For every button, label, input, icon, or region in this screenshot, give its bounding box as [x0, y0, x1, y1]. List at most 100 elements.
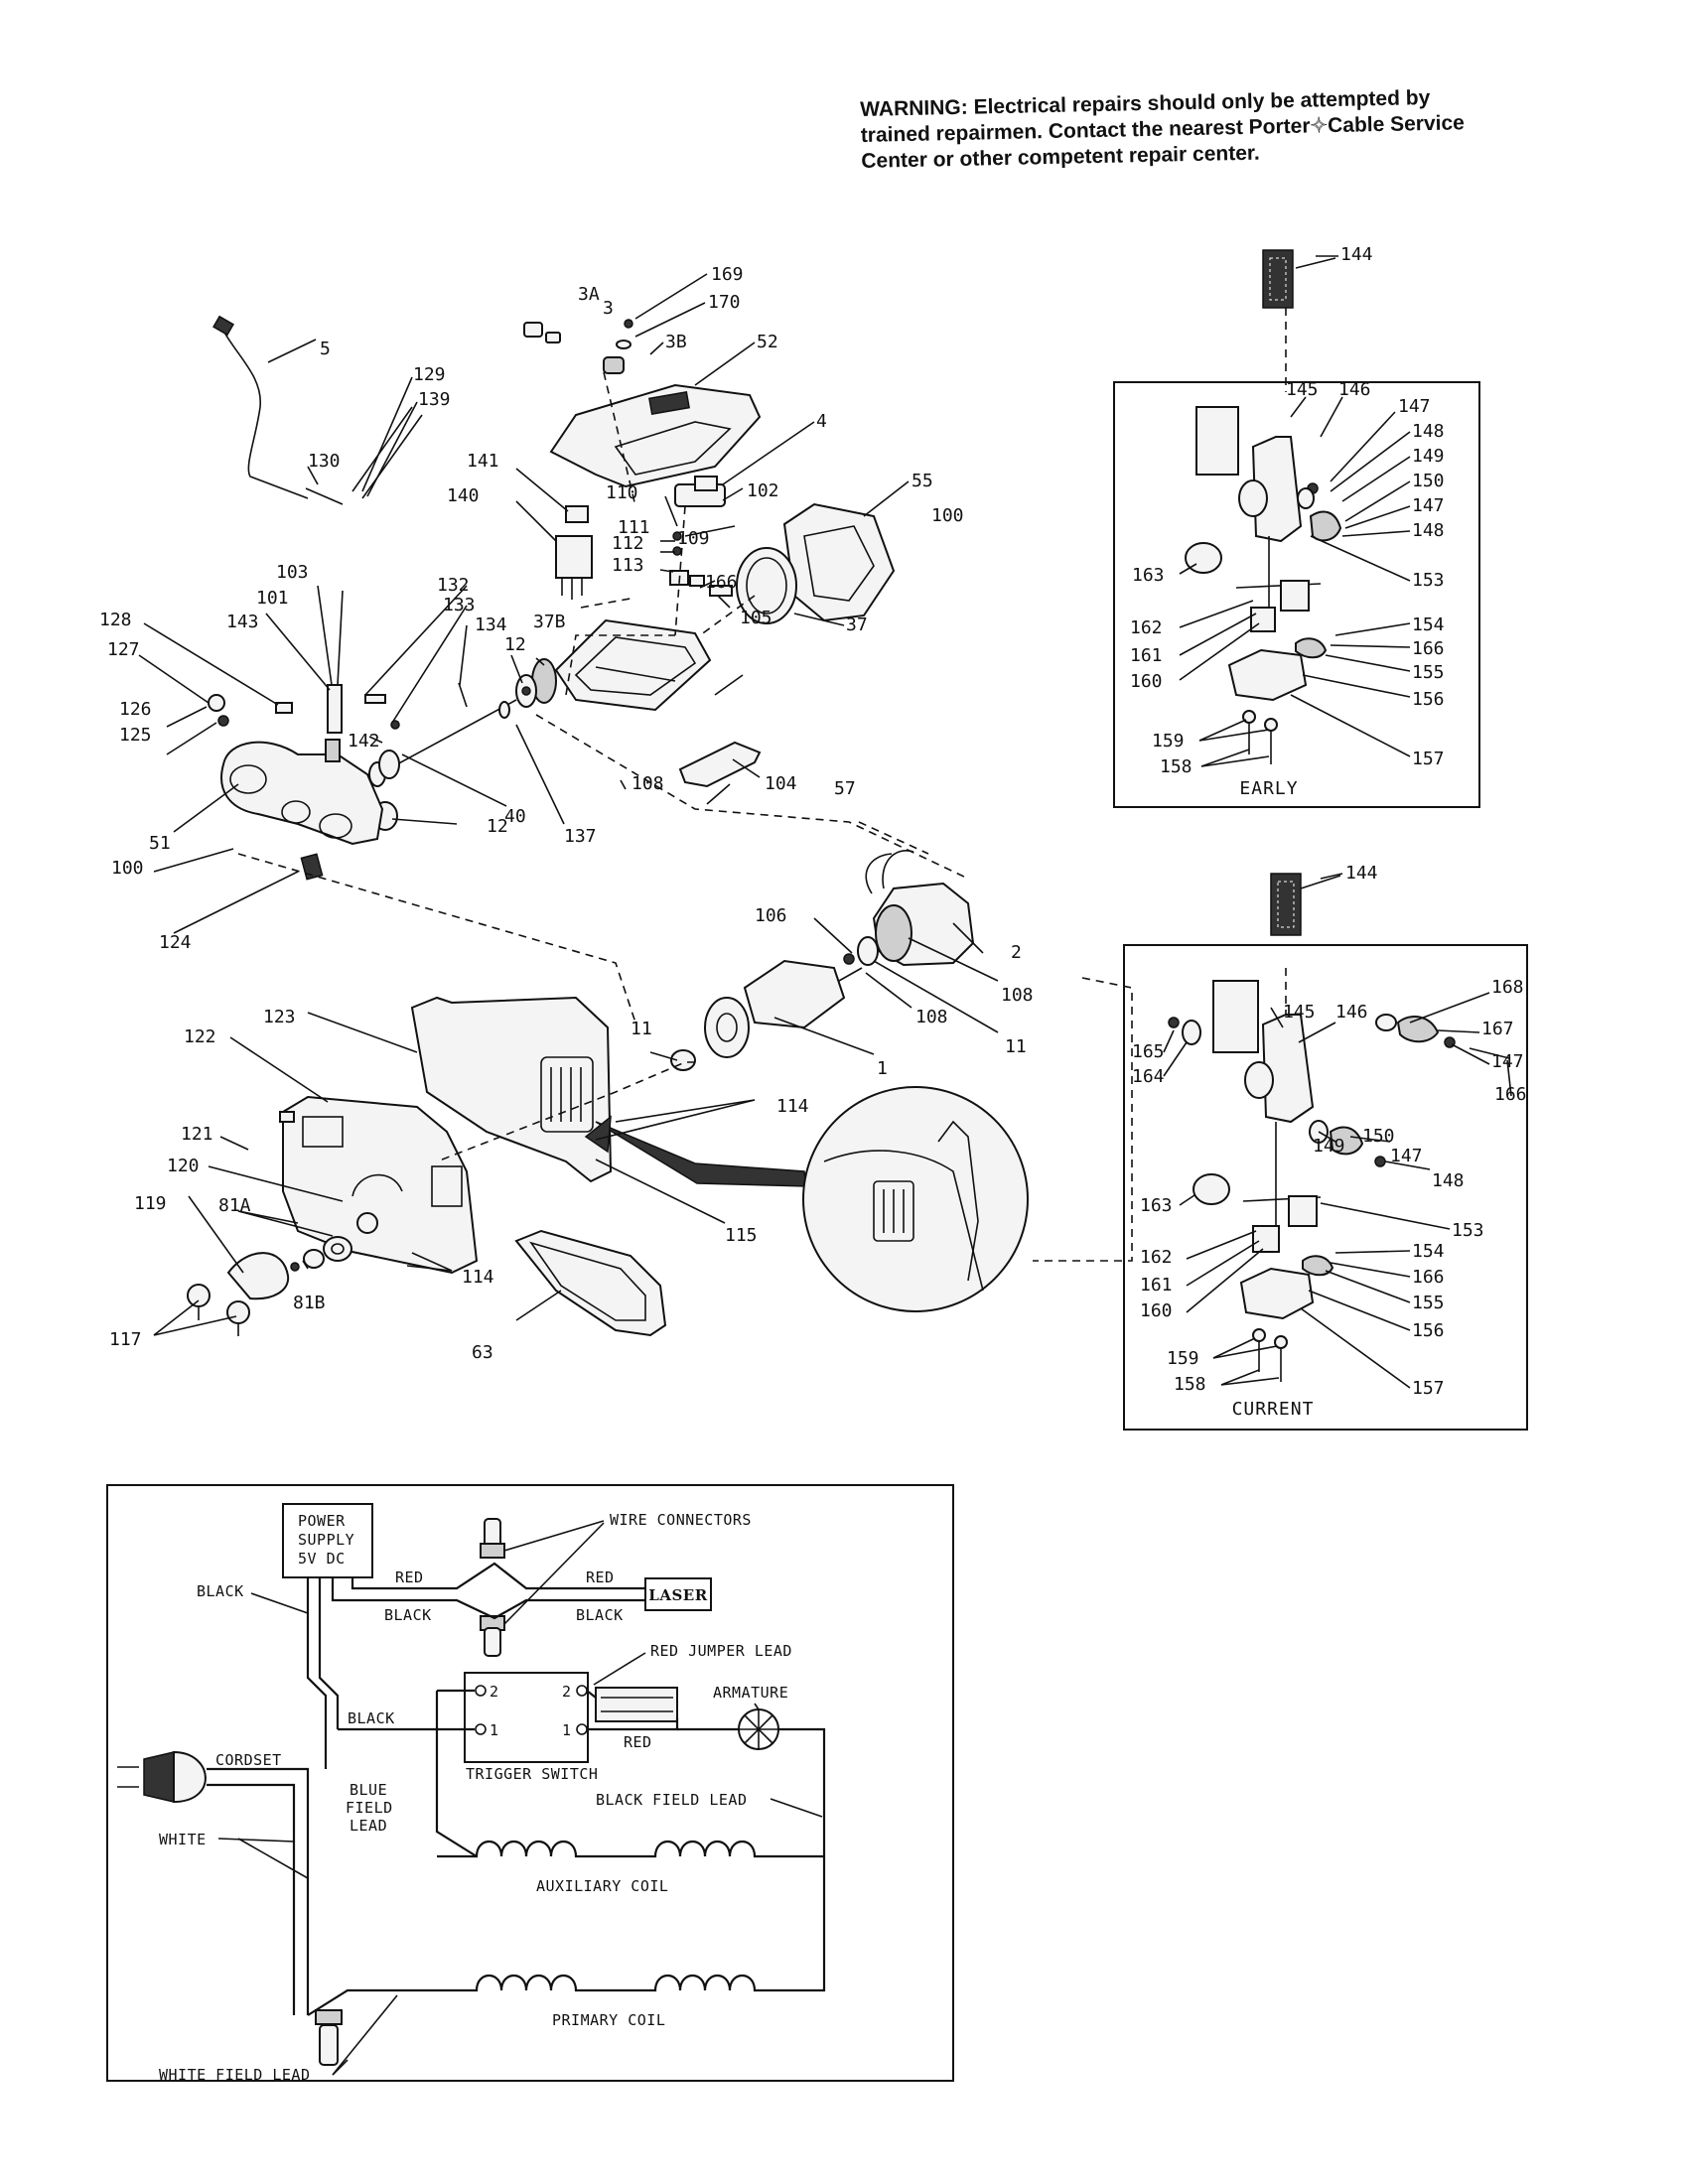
- part-label: 137: [564, 826, 597, 847]
- part-label: 12: [504, 634, 526, 655]
- wiring-label: POWER: [298, 1512, 346, 1530]
- part-label: 81B: [293, 1293, 326, 1313]
- part-label: 149: [1313, 1136, 1345, 1157]
- part-label: 112: [612, 533, 644, 554]
- wiring-label: SUPPLY: [298, 1531, 354, 1549]
- part-label: 106: [755, 905, 787, 926]
- part-label: 166: [1412, 1267, 1445, 1288]
- wiring-label: 5V DC: [298, 1550, 346, 1568]
- part-label: 155: [1412, 1293, 1445, 1313]
- part-label: 3B: [665, 332, 687, 352]
- part-label: 150: [1362, 1126, 1395, 1147]
- part-label: 166: [1494, 1084, 1527, 1105]
- part-label: 165: [1132, 1041, 1165, 1062]
- part-label: 11: [1005, 1036, 1027, 1057]
- part-label: 156: [1412, 1320, 1445, 1341]
- part-label: 110: [606, 482, 638, 503]
- part-label: 122: [184, 1026, 216, 1047]
- part-label: 150: [1412, 471, 1445, 491]
- main-part-labels: 5 129 139 130 3A 3 169 170 3B 52 4 102 5…: [99, 264, 1034, 1363]
- wiring-label: BLACK: [348, 1709, 395, 1727]
- wiring-label: RED JUMPER LEAD: [650, 1642, 792, 1660]
- early-assembly-box: [1113, 249, 1480, 808]
- part-label: 148: [1412, 421, 1445, 442]
- part-label: 167: [1481, 1019, 1514, 1039]
- wiring-label: WHITE FIELD LEAD: [159, 2066, 311, 2084]
- part-label: 161: [1140, 1275, 1173, 1296]
- part-label: 3: [603, 298, 614, 319]
- part-label: 166: [1412, 638, 1445, 659]
- part-label: 55: [912, 471, 933, 491]
- part-label: 157: [1412, 1378, 1445, 1399]
- part-label: 111: [618, 517, 650, 538]
- wiring-label: WIRE CONNECTORS: [610, 1511, 752, 1529]
- part-label: 139: [418, 389, 451, 410]
- part-label: 154: [1412, 614, 1445, 635]
- wiring-label: CORDSET: [215, 1751, 282, 1769]
- part-label: 147: [1412, 495, 1445, 516]
- part-label: 148: [1412, 520, 1445, 541]
- part-label: 153: [1412, 570, 1445, 591]
- part-label: 100: [111, 858, 144, 879]
- wiring-label: AUXILIARY COIL: [536, 1877, 668, 1895]
- part-label: 127: [107, 639, 140, 660]
- part-label: 145: [1283, 1002, 1316, 1023]
- part-label: 63: [472, 1342, 493, 1363]
- part-label: 119: [134, 1193, 167, 1214]
- part-label: 133: [443, 595, 476, 615]
- part-label: 149: [1412, 446, 1445, 467]
- wiring-label: BLACK: [197, 1582, 244, 1600]
- wiring-label: 1: [490, 1721, 499, 1739]
- part-label: 134: [475, 614, 507, 635]
- part-label: 163: [1132, 565, 1165, 586]
- wiring-label: TRIGGER SWITCH: [466, 1765, 598, 1783]
- part-label: 104: [765, 773, 797, 794]
- part-label: 108: [632, 773, 664, 794]
- wiring-label: RED: [624, 1733, 652, 1751]
- part-label: 157: [1412, 749, 1445, 769]
- wiring-labels: POWER SUPPLY 5V DC WIRE CONNECTORS RED R…: [159, 1511, 792, 2084]
- part-label: 161: [1130, 645, 1163, 666]
- part-label: 113: [612, 555, 644, 576]
- wiring-label: PRIMARY COIL: [552, 2011, 665, 2029]
- part-label: 162: [1140, 1247, 1173, 1268]
- wiring-label: 2: [490, 1683, 499, 1701]
- part-label: 158: [1174, 1374, 1206, 1395]
- part-label: 37B: [533, 612, 566, 632]
- part-label: 108: [915, 1007, 948, 1027]
- wiring-label: 2: [562, 1683, 572, 1701]
- part-label: 130: [308, 451, 341, 472]
- part-label: 81A: [218, 1195, 251, 1216]
- wiring-label: BLACK: [576, 1606, 624, 1624]
- part-label: 120: [167, 1156, 200, 1176]
- main-exploded-view: [187, 308, 1287, 1337]
- part-label: 123: [263, 1007, 296, 1027]
- part-label: 147: [1491, 1051, 1524, 1072]
- part-label: 129: [413, 364, 446, 385]
- part-label: 2: [1011, 942, 1022, 963]
- main-leader-lines: [138, 273, 999, 1336]
- part-label: 37: [846, 614, 868, 635]
- part-label: 154: [1412, 1241, 1445, 1262]
- part-label: 169: [711, 264, 744, 285]
- part-label: 132: [437, 575, 470, 596]
- part-label: 102: [747, 480, 779, 501]
- part-label: 144: [1340, 244, 1373, 265]
- current-assembly-box: [1123, 873, 1528, 1431]
- part-label: 11: [631, 1019, 652, 1039]
- early-box-title: EARLY: [1239, 778, 1298, 799]
- current-box-labels: 144 145 146 168 167 147 166 165 164 149 …: [1132, 863, 1527, 1420]
- wiring-label: RED: [395, 1569, 424, 1586]
- wiring-label: BLUE: [350, 1781, 387, 1799]
- part-label: 100: [931, 505, 964, 526]
- part-label: 125: [119, 725, 152, 746]
- wiring-label: LEAD: [350, 1817, 387, 1835]
- part-label: 1: [877, 1058, 888, 1079]
- part-label: 147: [1390, 1146, 1423, 1166]
- part-label: 158: [1160, 756, 1193, 777]
- part-label: 146: [1335, 1002, 1368, 1023]
- part-label: 142: [348, 731, 380, 751]
- wiring-label: 1: [562, 1721, 572, 1739]
- part-label: 163: [1140, 1195, 1173, 1216]
